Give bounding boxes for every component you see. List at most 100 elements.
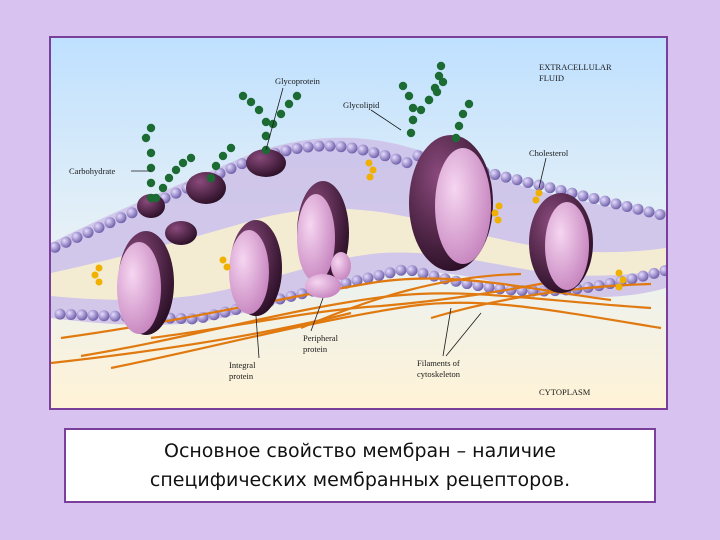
lipid-head [588, 192, 600, 204]
lipid-head [351, 275, 363, 287]
lipid-head [428, 270, 440, 282]
caption: Основное свойство мембран – наличие спец… [140, 437, 580, 495]
lipid-head [401, 157, 413, 169]
lipid-head [522, 176, 534, 188]
label-extracellular-1: EXTRACELLULAR [539, 62, 612, 72]
label-filaments-2: cytoskeleton [417, 369, 461, 379]
lipid-head [417, 267, 429, 279]
carbohydrate-bead [436, 61, 446, 71]
carbohydrate-bead [238, 91, 248, 101]
lipid-head [368, 147, 380, 159]
lipid-head [599, 195, 611, 207]
carbohydrate-bead [261, 145, 271, 155]
lipid-head [335, 141, 347, 153]
carbohydrate-bead [186, 153, 196, 163]
label-integral-1: Integral [229, 360, 256, 370]
carbohydrate-bead [146, 178, 156, 188]
carbohydrate-bead [416, 105, 426, 115]
label-integral-2: protein [229, 371, 254, 381]
carbohydrate-bead [458, 109, 468, 119]
label-cytoplasm: CYTOPLASM [539, 387, 591, 397]
lipid-head [76, 309, 88, 321]
carbohydrate-bead [430, 83, 440, 93]
lipid-head [98, 310, 110, 322]
lipid-head [54, 308, 66, 320]
carbohydrate-bead [141, 133, 151, 143]
carbohydrate-bead [164, 173, 174, 183]
carbohydrate-bead [146, 123, 156, 133]
lipid-head [654, 209, 666, 221]
lipid-head [390, 153, 402, 165]
lipid-head [71, 231, 83, 243]
lipid-head [104, 217, 116, 229]
label-filaments-1: Filaments of [417, 358, 460, 368]
lipid-head [291, 143, 303, 155]
lipid-head [357, 144, 369, 156]
lipid-head [577, 190, 589, 202]
lipid-head [395, 264, 407, 276]
carbohydrate-bead [284, 99, 294, 109]
lipid-head [379, 150, 391, 162]
lipid-head [659, 265, 666, 277]
peripheral-protein [297, 181, 351, 298]
lipid-head [489, 168, 501, 180]
carbohydrate-bead [211, 161, 221, 171]
label-peripheral-1: Peripheral [303, 333, 339, 343]
lipid-head [60, 236, 72, 248]
lipid-head [621, 201, 633, 213]
carbohydrate-bead [451, 133, 461, 143]
lipid-head [544, 182, 556, 194]
lipid-head [626, 273, 638, 285]
lipid-head [384, 267, 396, 279]
carbohydrate-bead [404, 91, 414, 101]
lipid-head [648, 267, 660, 279]
label-carbohydrate: Carbohydrate [69, 166, 115, 176]
label-pointers [131, 87, 547, 359]
label-peripheral-2: protein [303, 344, 328, 354]
integral-protein-left [117, 231, 174, 335]
lipid-tails-region [51, 208, 666, 300]
integral-protein-right [529, 193, 593, 293]
lipid-head [280, 145, 292, 157]
label-glycolipid: Glycolipid [343, 100, 380, 110]
lipid-head [533, 179, 545, 191]
label-cholesterol: Cholesterol [529, 148, 569, 158]
carbohydrate-bead [158, 183, 168, 193]
lipid-head [610, 198, 622, 210]
integral-protein-large [409, 135, 493, 271]
carbohydrate-bead [454, 121, 464, 131]
carbohydrate-bead [146, 148, 156, 158]
lipid-head [637, 270, 649, 282]
lipid-head [632, 203, 644, 215]
carbohydrate-bead [178, 158, 188, 168]
lipid-head [170, 187, 182, 199]
lipid-head [126, 207, 138, 219]
lipid-head [82, 226, 94, 238]
carbohydrate-bead [206, 173, 216, 183]
lipid-head [643, 206, 655, 218]
carbohydrate-bead [464, 99, 474, 109]
lipid-head [373, 269, 385, 281]
lipid-head [406, 265, 418, 277]
lipid-head [483, 281, 495, 293]
lipid-head [115, 212, 127, 224]
carbohydrate-bead [151, 193, 161, 203]
membrane-diagram: EXTRACELLULAR FLUID Glycoprotein Glycoli… [49, 36, 668, 410]
lipid-head [93, 222, 105, 234]
caption-box: Основное свойство мембран – наличие спец… [64, 428, 656, 503]
label-extracellular-2: FLUID [539, 73, 564, 83]
carbohydrate-bead [438, 77, 448, 87]
carbohydrate-bead [408, 115, 418, 125]
label-glycoprotein: Glycoprotein [275, 76, 321, 86]
lipid-head [593, 280, 605, 292]
lipid-head [302, 141, 314, 153]
carbohydrate-bead [424, 95, 434, 105]
carbohydrate-bead [171, 165, 181, 175]
membrane-illustration: EXTRACELLULAR FLUID Glycoprotein Glycoli… [51, 38, 666, 408]
caption-line-1: Основное свойство мембран – наличие [163, 439, 556, 462]
carbohydrate-bead [434, 71, 444, 81]
lipid-head [511, 174, 523, 186]
lipid-head [236, 158, 248, 170]
lipid-head [51, 241, 61, 253]
lipid-head [362, 272, 374, 284]
